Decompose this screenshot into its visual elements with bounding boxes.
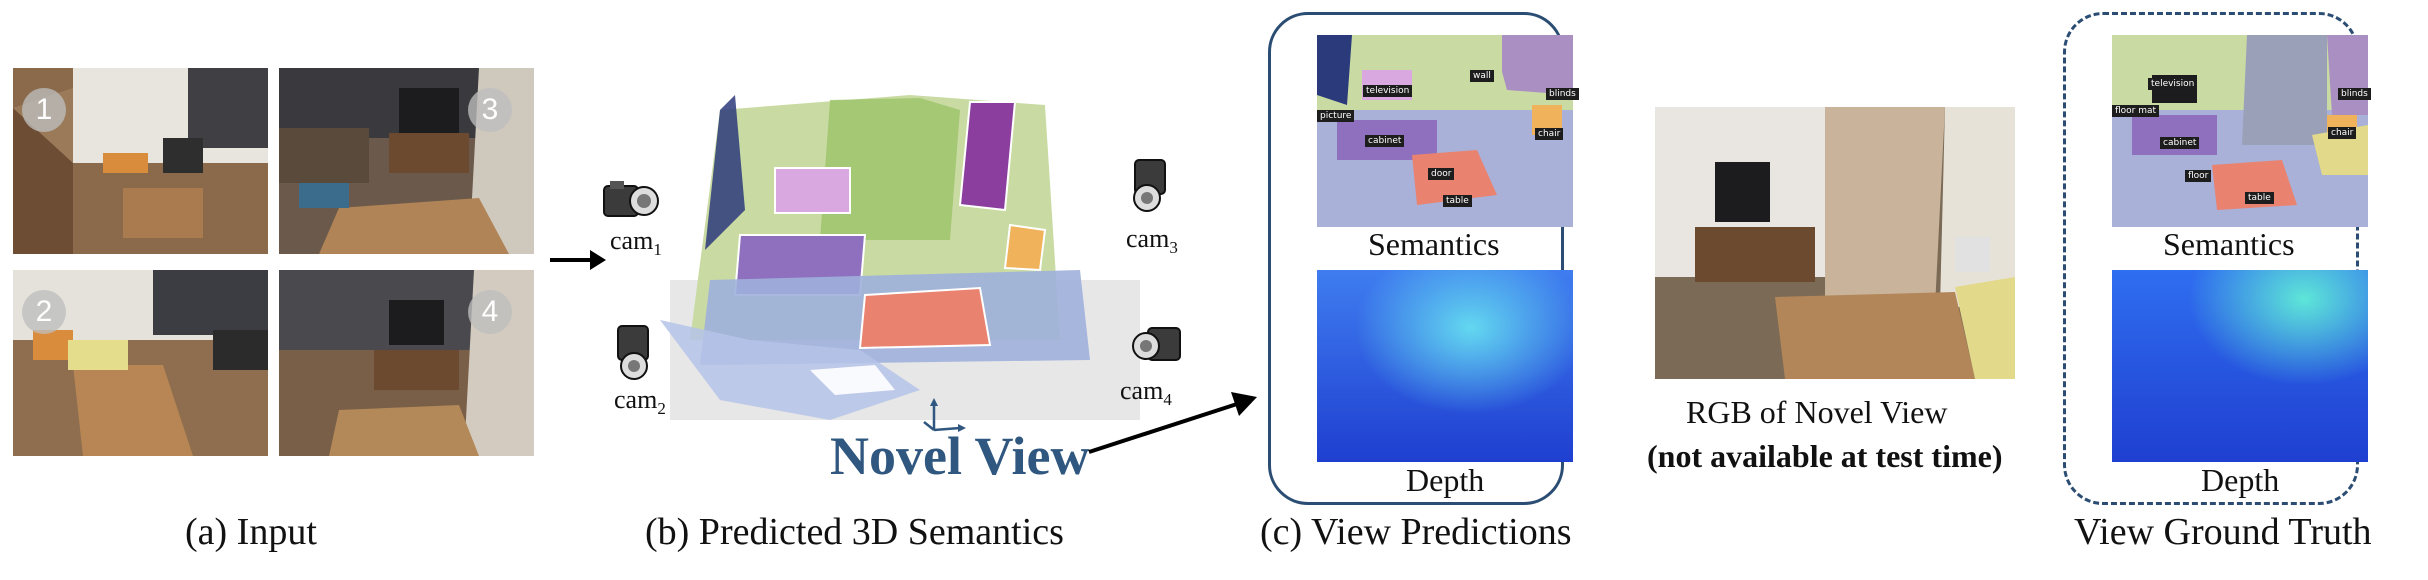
input-arrow (550, 250, 606, 270)
camera-4-label: cam4 (1120, 376, 1172, 410)
seg-label: blinds (1546, 88, 1579, 100)
seg-label: blinds (2338, 88, 2371, 100)
seg-label: door (1428, 168, 1455, 180)
camera-3-label: cam3 (1126, 224, 1178, 258)
seg-label: cabinet (2160, 137, 2200, 149)
novel-view-arrow (1088, 392, 1257, 454)
camera-1-label: cam1 (610, 226, 662, 260)
seg-label: floor mat (2112, 105, 2160, 117)
camera-3-icon (1133, 159, 1166, 212)
not-available-note: (not available at test time) (1647, 438, 2003, 474)
seg-label: television (1363, 85, 1413, 97)
view-number-badge: 3 (468, 88, 512, 132)
camera-1-icon (603, 181, 659, 217)
ground-truth-semantics-image (2112, 35, 2368, 227)
seg-label: picture (1317, 110, 1355, 122)
predictions-caption: (c) View Predictions (1260, 511, 1572, 553)
seg-label: table (1443, 195, 1472, 207)
novel-view-rgb-image (1655, 107, 2015, 379)
seg-label: wall (1470, 70, 1494, 82)
seg-label: floor (2185, 170, 2212, 182)
ground-truth-frame (2063, 12, 2359, 505)
camera-4-icon (1132, 327, 1181, 361)
view-number-badge: 1 (22, 88, 66, 132)
ground-truth-depth-label: Depth (2201, 462, 2280, 498)
predicted-semantics-label: Semantics (1368, 226, 1500, 262)
novel-view-axes-icon (923, 398, 966, 432)
semantics3d-caption: (b) Predicted 3D Semantics (645, 511, 1064, 553)
seg-label: chair (1535, 128, 1564, 140)
seg-label: cabinet (1365, 135, 1405, 147)
input-view-4-image (279, 270, 534, 456)
camera-2-icon (617, 325, 649, 380)
ground-truth-caption: View Ground Truth (2074, 511, 2372, 553)
camera-2-label: cam2 (614, 385, 666, 419)
predicted-depth-label: Depth (1406, 462, 1485, 498)
predicted-semantics-image (1317, 35, 1573, 227)
ground-truth-depth-image (2112, 270, 2368, 462)
seg-label: television (2148, 78, 2198, 90)
input-caption: (a) Input (185, 511, 317, 553)
novel-view-rgb-label: RGB of Novel View (1686, 394, 1948, 430)
predicted-3d-semantics-scene (660, 95, 1140, 420)
view-number-badge: 2 (22, 290, 66, 334)
seg-label: table (2245, 192, 2274, 204)
ground-truth-semantics-label: Semantics (2163, 226, 2295, 262)
predictions-frame (1268, 12, 1564, 505)
predicted-depth-image (1317, 270, 1573, 462)
view-number-badge: 4 (468, 290, 512, 334)
novel-view-label: Novel View (830, 426, 1090, 486)
seg-label: chair (2328, 127, 2357, 139)
